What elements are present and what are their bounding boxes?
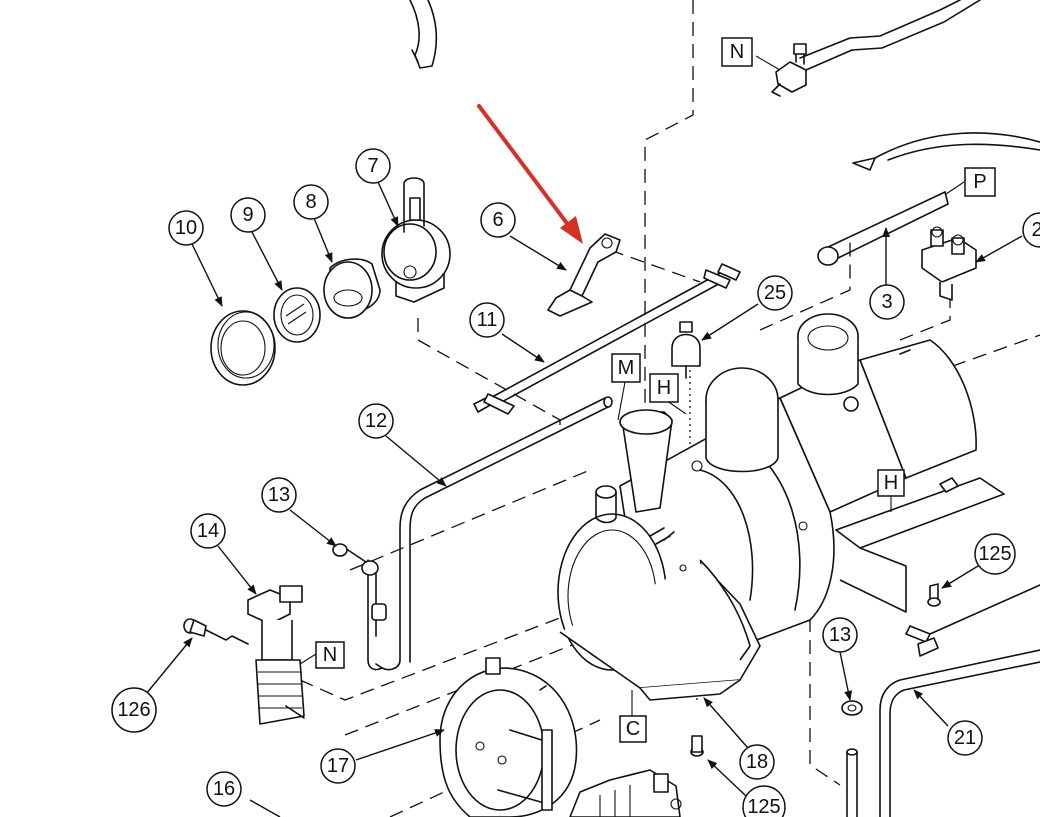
washer-part-13-right [841,700,863,817]
balloon-8: 8 [293,184,329,220]
svg-text:C: C [626,718,640,740]
top-left-pipe [409,0,438,69]
svg-text:12: 12 [365,410,387,432]
balloon-3: 3 [869,284,905,320]
balloon-21: 21 [947,720,983,756]
balloon-17: 17 [320,748,356,784]
svg-text:125: 125 [747,796,780,817]
balloon-126: 126 [111,687,157,733]
svg-text:9: 9 [242,204,253,226]
ref-M: M [611,353,641,383]
svg-text:25: 25 [764,282,786,304]
svg-text:18: 18 [746,751,768,773]
screw-part-126 [183,618,249,645]
lens-part-9 [273,287,321,343]
curved-tube-right [852,132,1040,171]
balloon-11: 11 [469,302,505,338]
ref-N-top: N [721,37,753,67]
balloon-7: 7 [355,148,391,184]
svg-text:M: M [618,357,635,379]
balloon-9: 9 [230,197,266,233]
bracket-part-6 [547,233,621,317]
svg-text:13: 13 [829,624,851,646]
balloon-18: 18 [739,744,775,780]
svg-text:17: 17 [327,755,349,777]
svg-text:16: 16 [213,778,235,800]
svg-text:21: 21 [954,727,976,749]
terminal-block-part-2 [921,226,977,301]
balloon-13: 13 [261,477,297,513]
ring-part-8 [323,258,381,319]
tube-part-21 [879,649,1040,817]
valve-part-14 [247,585,305,725]
balloon-13-right: 13 [822,617,858,653]
housing-part-7 [381,177,451,303]
leader-lines [145,55,1023,817]
svg-text:3: 3 [881,291,892,313]
highlight-arrow [477,104,583,244]
balloon-6: 6 [480,202,516,238]
balloon-16: 16 [206,771,242,807]
fitting-right [905,584,1040,657]
svg-text:7: 7 [367,155,378,177]
balloon-125: 125 [974,533,1016,575]
svg-text:11: 11 [477,309,498,331]
ref-N-left: N [315,641,345,669]
balloon-10: 10 [168,210,204,246]
tube-part-12 [367,396,613,671]
screw-part-125-right [927,583,941,607]
gasket-part-10 [210,310,276,386]
balloon-125-bottom: 125 [742,785,786,817]
svg-text:H: H [884,472,898,494]
svg-text:14: 14 [197,520,219,542]
ref-H-right: H [877,469,905,497]
svg-text:P: P [973,171,986,193]
balloon-14: 14 [190,513,226,549]
svg-text:H: H [657,377,671,399]
ref-C: C [619,715,647,743]
ref-P: P [964,167,996,197]
ref-H-left: H [649,373,679,403]
mounting-bracket [835,477,1005,613]
svg-text:10: 10 [175,217,197,239]
cover-part-17 [439,657,578,817]
washer-part-13 [332,543,379,576]
main-boiler [557,313,977,701]
balloon-callouts: 10 9 8 7 6 11 12 13 14 126 17 16 25 3 2 … [111,148,1040,817]
svg-text:2: 2 [1031,219,1040,241]
balloon-12: 12 [358,403,394,439]
reference-boxes: N P M H H N C [315,37,996,743]
svg-text:8: 8 [305,191,316,213]
svg-text:N: N [730,41,744,63]
bulb-part-25 [671,321,701,379]
rod-part-11 [473,263,741,415]
svg-text:125: 125 [978,543,1011,565]
top-right-tube [771,0,981,97]
balloon-2: 2 [1022,212,1040,248]
svg-text:13: 13 [268,484,290,506]
balloon-25: 25 [757,275,793,311]
screw-part-125-bottom [690,735,704,757]
motor-bottom [569,769,682,817]
svg-text:126: 126 [117,699,150,721]
svg-text:N: N [323,644,337,666]
svg-text:6: 6 [492,209,503,231]
